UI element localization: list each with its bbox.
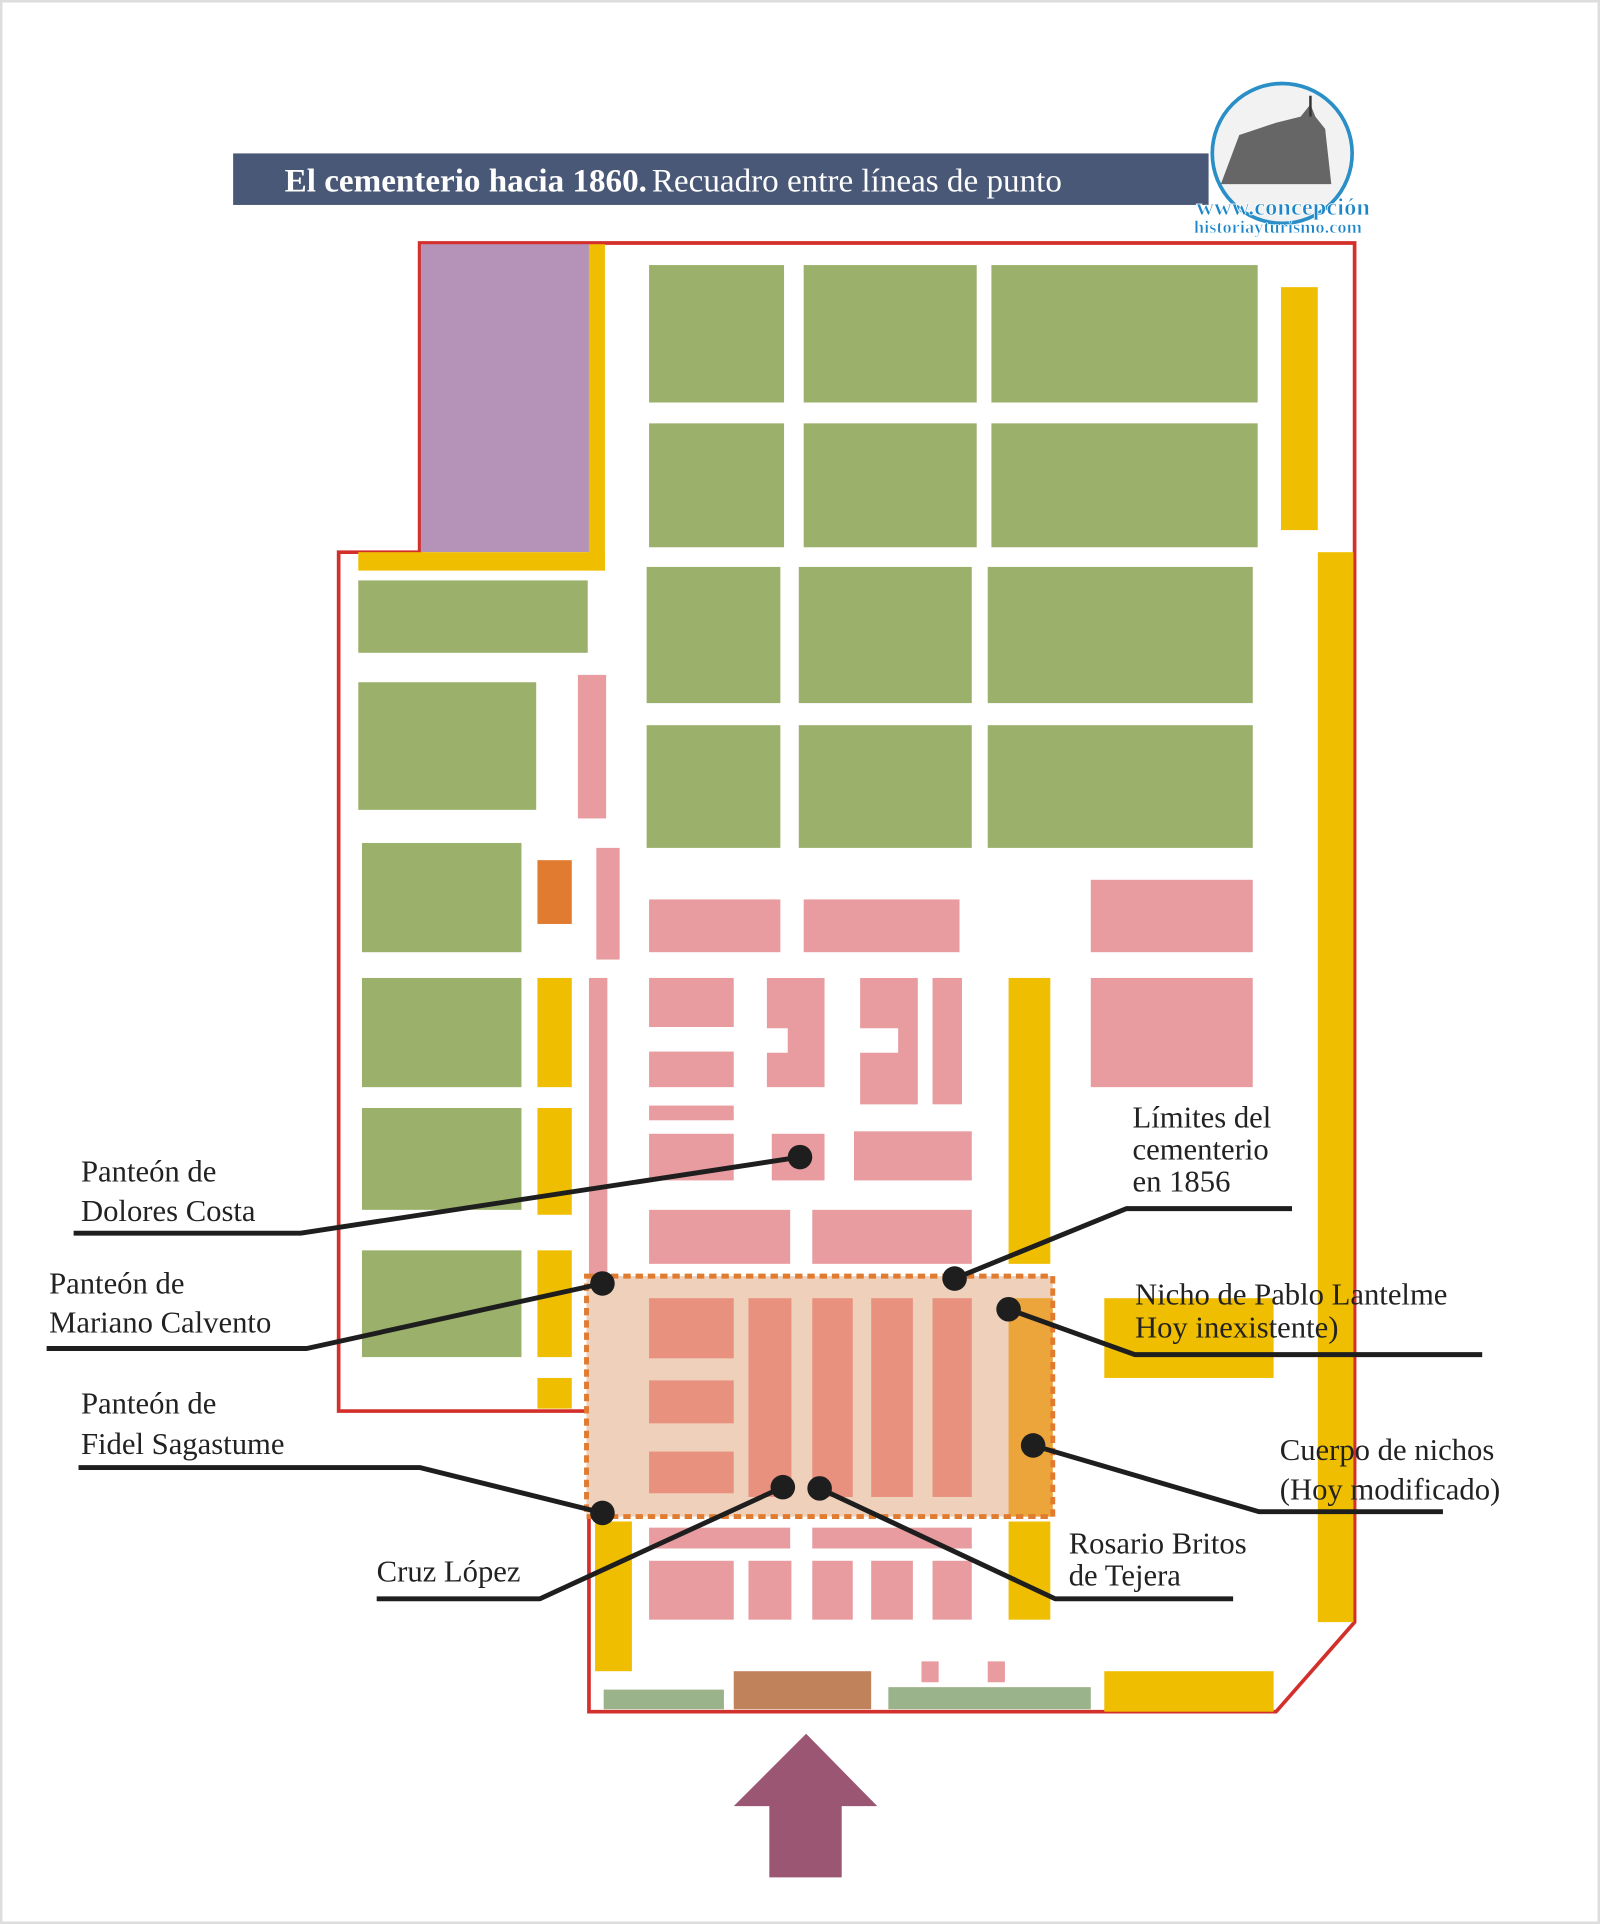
label-line: Fidel Sagastume <box>81 1427 285 1461</box>
label-limites: Límites del cementerio en 1856 <box>1133 1101 1272 1199</box>
label-line: en 1856 <box>1133 1164 1231 1198</box>
label-line: Límites del <box>1133 1101 1272 1135</box>
label-cruz-lopez: Cruz López <box>377 1555 521 1589</box>
label-line: Panteón de <box>81 1155 216 1189</box>
label-line: Panteón de <box>49 1266 184 1300</box>
entrance-strip <box>603 1671 1091 1710</box>
church-icon <box>1220 104 1332 185</box>
nicho-lantelme-plot <box>1104 1298 1274 1378</box>
title-regular: Recuadro entre líneas de punto <box>652 162 1062 199</box>
label-line: de Tejera <box>1069 1558 1182 1592</box>
green-plots <box>358 265 1258 1358</box>
svg-text:El cementerio hacia 1860. Recu: El cementerio hacia 1860. Recuadro entre… <box>285 162 1062 199</box>
label-rosario-britos: Rosario Britos de Tejera <box>1069 1526 1247 1592</box>
logo-line1: www.concepción <box>1196 194 1370 221</box>
label-dolores-costa: Panteón de Dolores Costa <box>81 1155 256 1228</box>
label-cuerpo-nichos: Cuerpo de nichos (Hoy modificado) <box>1280 1433 1501 1506</box>
leader-lines <box>46 1144 1483 1602</box>
label-line: Hoy inexistente) <box>1135 1310 1338 1344</box>
label-line: Mariano Calvento <box>49 1306 271 1340</box>
label-line: (Hoy modificado) <box>1280 1472 1501 1506</box>
label-line: Cuerpo de nichos <box>1280 1433 1495 1467</box>
title-bold: El cementerio hacia 1860. <box>285 162 647 199</box>
label-nicho-lantelme: Nicho de Pablo Lantelme Hoy inexistente) <box>1135 1277 1447 1344</box>
label-mariano-calvento: Panteón de Mariano Calvento <box>49 1266 271 1339</box>
label-line: Dolores Costa <box>81 1194 256 1228</box>
orange-plot <box>537 860 572 924</box>
label-fidel-sagastume: Panteón de Fidel Sagastume <box>81 1387 285 1461</box>
label-line: Cruz López <box>377 1555 521 1589</box>
logo-line2: historiayturismo.com <box>1194 217 1362 237</box>
label-line: cementerio <box>1133 1133 1269 1167</box>
purple-area <box>420 244 589 553</box>
logo: www.concepción historiayturismo.com <box>1194 81 1371 237</box>
title-bar: El cementerio hacia 1860. Recuadro entre… <box>233 153 1209 205</box>
label-line: Rosario Britos <box>1069 1526 1247 1560</box>
label-line: Panteón de <box>81 1387 216 1421</box>
entrance-arrow-icon <box>733 1733 878 1878</box>
label-line: Nicho de Pablo Lantelme <box>1135 1277 1447 1311</box>
